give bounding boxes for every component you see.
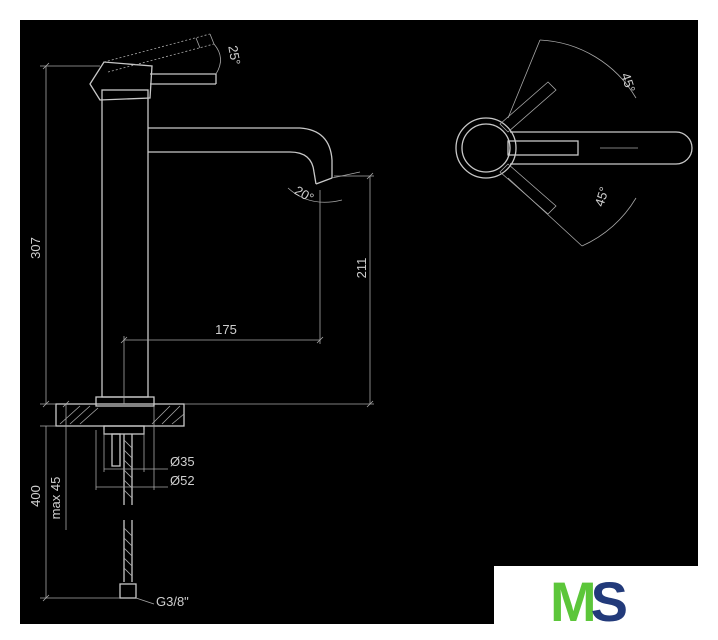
label-handle-angle: 25° — [225, 44, 243, 66]
dim-deck-thickness — [62, 400, 70, 530]
top-view — [455, 39, 693, 247]
spout-upper — [148, 127, 333, 178]
label-swing-right: 45° — [592, 185, 612, 208]
flexible-hose — [119, 434, 137, 599]
label-deck-thickness: max 45 — [48, 477, 63, 520]
swing-arc-lower — [581, 197, 637, 247]
handle-angle-arc — [213, 43, 221, 75]
handle-top — [507, 140, 579, 156]
deck-hatch — [59, 405, 185, 425]
label-connection: G3/8" — [156, 594, 189, 609]
label-total-height: 307 — [28, 237, 43, 259]
dim-total-height — [40, 62, 100, 408]
dim-reach — [120, 190, 324, 404]
brand-logo-box: MS — [494, 566, 698, 640]
label-spout-angle: 20° — [292, 183, 317, 206]
label-swing-left: 45° — [618, 71, 638, 94]
mounting-stud — [111, 433, 121, 467]
base-flange — [95, 396, 155, 407]
spout-angle-arc — [287, 187, 343, 203]
swing-arc-upper — [539, 39, 637, 99]
label-spout-height: 211 — [354, 258, 369, 279]
dim-diameters — [95, 406, 168, 490]
body-inner-circle — [461, 123, 511, 173]
dim-spout-height — [184, 172, 374, 408]
technical-drawing-panel: 307 211 175 25° 20° 45° 45° Ø35 Ø52 400 … — [20, 20, 698, 624]
side-view — [40, 33, 374, 605]
label-base-diameter: Ø52 — [170, 473, 195, 488]
label-hose-length: 400 — [28, 485, 43, 507]
spout-top — [510, 131, 693, 165]
handle — [89, 33, 217, 101]
faucet-technical-drawing: 307 211 175 25° 20° 45° 45° Ø35 Ø52 400 … — [28, 33, 693, 609]
label-hole-diameter: Ø35 — [170, 454, 195, 469]
label-reach: 175 — [215, 322, 237, 337]
mounting-nut — [103, 425, 145, 435]
brand-logo: MS — [550, 570, 628, 633]
dim-hose-length — [40, 425, 120, 602]
spout-lower — [148, 151, 317, 185]
faucet-body — [101, 89, 149, 398]
connection-leader — [135, 597, 155, 605]
body-outer-circle — [455, 117, 517, 179]
deck — [55, 403, 185, 427]
